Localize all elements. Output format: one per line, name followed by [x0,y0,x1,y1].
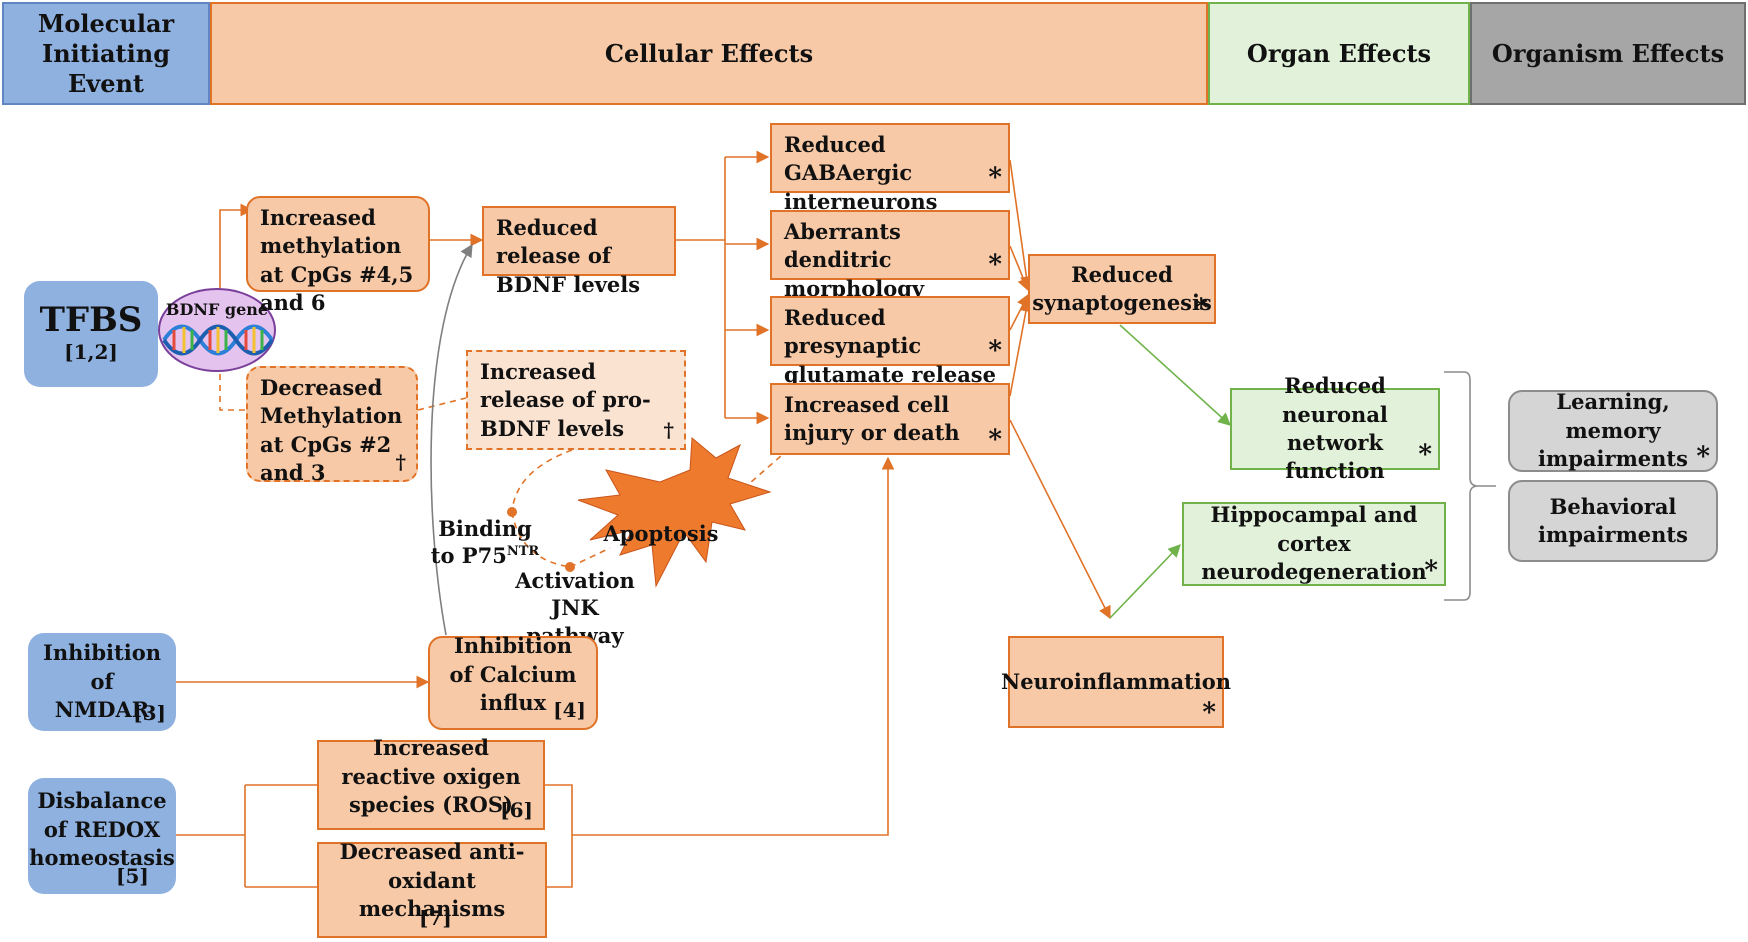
antioxidant-ref: [7] [419,906,452,930]
gaba-text: Reduced GABAergic interneurons [784,132,938,214]
dna-icon [162,324,274,356]
neuronal-network-text: Reduced neuronal network function [1282,373,1388,484]
reduced-bdnf-node: Reduced release of BDNF levels [482,206,676,297]
binding-superscript: NTR [506,544,540,560]
learning-star: * [1696,442,1710,472]
dendritic-star: * [988,250,1002,280]
arrow-calcium-to-bdnf [430,243,473,636]
cell-injury-node: Increased cell injury or death * [770,383,1010,455]
hippocampal-node: Hippocampal and cortex neurodegeneration… [1182,502,1446,586]
tfbs-node: TFBS [1,2] [24,281,158,387]
pro-bdnf-node: Increased release of pro-BDNF levels † [466,350,686,450]
header-molecular: Molecular Initiating Event [2,2,210,105]
bdnf-gene: BDNF gene [158,288,276,372]
calcium-text: Inhibition of Calcium influx [449,633,577,716]
header-molecular-label: Molecular Initiating Event [37,8,175,98]
arrow-syn-to-network [1119,324,1231,426]
header-cellular: Cellular Effects [210,2,1208,105]
cell-injury-star: * [988,425,1002,455]
bdnf-gene-label: BDNF gene [165,300,269,319]
organ-brace [1444,371,1496,601]
redox-text: Disbalance of REDOX homeostasis [29,788,175,871]
neuronal-network-star: * [1418,440,1432,470]
dendritic-node: Aberrants denditric morphology * [770,210,1010,301]
reduced-bdnf-text: Reduced release of BDNF levels [496,215,641,297]
arrow-gene-to-inc-methyl [219,203,254,310]
antioxidant-text: Decreased anti-oxidant mechanisms [339,839,525,922]
apoptosis-starburst [577,436,772,588]
dash-dec-to-probdnf [417,397,467,411]
binding-label: Binding to P75NTR [430,515,540,570]
synaptogenesis-node: Reduced synaptogenesis * [1028,254,1216,324]
antioxidant-node: Decreased anti-oxidant mechanisms [7] [317,839,547,938]
header-cellular-label: Cellular Effects [604,38,814,68]
presynaptic-node: Reduced presynaptic glutamate release * [770,296,1010,387]
binding-dot [507,507,517,517]
ros-text: Increased reactive oxigen species (ROS) [341,735,521,818]
neuroinflammation-star: * [1202,698,1216,728]
learning-node: Learning, memory impairments * [1508,389,1718,472]
arrow-injury-to-neuroinfl [1009,419,1111,620]
dash-activation-to-apoptosis [569,547,611,568]
presynaptic-text: Reduced presynaptic glutamate release [784,305,996,387]
ros-ref: [6] [500,798,533,822]
tfbs-ref: [1,2] [64,340,118,365]
arrow-injury-to-syn [1009,298,1033,397]
gaba-star: * [988,163,1002,193]
redox-node: Disbalance of REDOX homeostasis [5] [28,778,176,894]
inc-methylation-node: Increased methylation at CpGs #4,5 and 6 [246,196,430,315]
header-organism: Organism Effects [1470,2,1746,105]
nmdar-node: Inhibition of NMDAR [3] [28,633,176,731]
pro-bdnf-text: Increased release of pro-BDNF levels [480,359,651,441]
nmdar-ref: [3] [133,701,166,725]
hippocampal-star: * [1424,556,1438,586]
cell-injury-text: Increased cell injury or death [784,392,960,446]
synaptogenesis-text: Reduced synaptogenesis [1032,261,1212,315]
dendritic-text: Aberrants denditric morphology [784,219,925,301]
neuronal-network-node: Reduced neuronal network function * [1230,373,1440,483]
presynaptic-star: * [988,336,1002,366]
redox-ref: [5] [116,864,149,888]
activation-dot [565,562,575,572]
calcium-ref: [4] [553,698,586,722]
redox-bracket [176,784,317,888]
behavioral-node: Behavioral impairments [1508,480,1718,562]
arrow-neuroinfl-to-hippocampal [1109,544,1181,619]
ros-node: Increased reactive oxigen species (ROS) … [317,735,545,830]
header-organ: Organ Effects [1208,2,1470,105]
arrow-gaba-to-syn [1009,159,1033,290]
inc-methylation-text: Increased methylation at CpGs #4,5 and 6 [260,205,414,316]
arrow-dend-to-syn [1009,245,1030,292]
pro-bdnf-dagger: † [663,418,674,442]
dec-methylation-text: Decreased Methylation at CpGs #2 and 3 [260,375,403,486]
calcium-node: Inhibition of Calcium influx [4] [428,633,598,730]
dash-probdnf-to-binding [511,449,573,513]
behavioral-text: Behavioral impairments [1538,493,1688,547]
hippocampal-text: Hippocampal and cortex neurodegeneration [1201,502,1427,585]
dec-methylation-dagger: † [395,450,406,474]
dec-methylation-node: Decreased Methylation at CpGs #2 and 3 † [246,366,418,486]
header-organism-label: Organism Effects [1491,38,1725,68]
synaptogenesis-star: * [1194,294,1208,324]
neuroinflammation-node: Neuroinflammation * [1001,636,1231,728]
nmdar-text: Inhibition of NMDAR [43,640,161,723]
neuroinflammation-text: Neuroinflammation [1001,668,1232,694]
binding-text: Binding to P75 [430,516,532,569]
apoptosis-label: Apoptosis [603,521,719,546]
gaba-node: Reduced GABAergic interneurons * [770,123,1010,214]
header-organ-label: Organ Effects [1246,38,1432,68]
tfbs-title: TFBS [39,299,143,340]
learning-text: Learning, memory impairments [1538,389,1688,472]
